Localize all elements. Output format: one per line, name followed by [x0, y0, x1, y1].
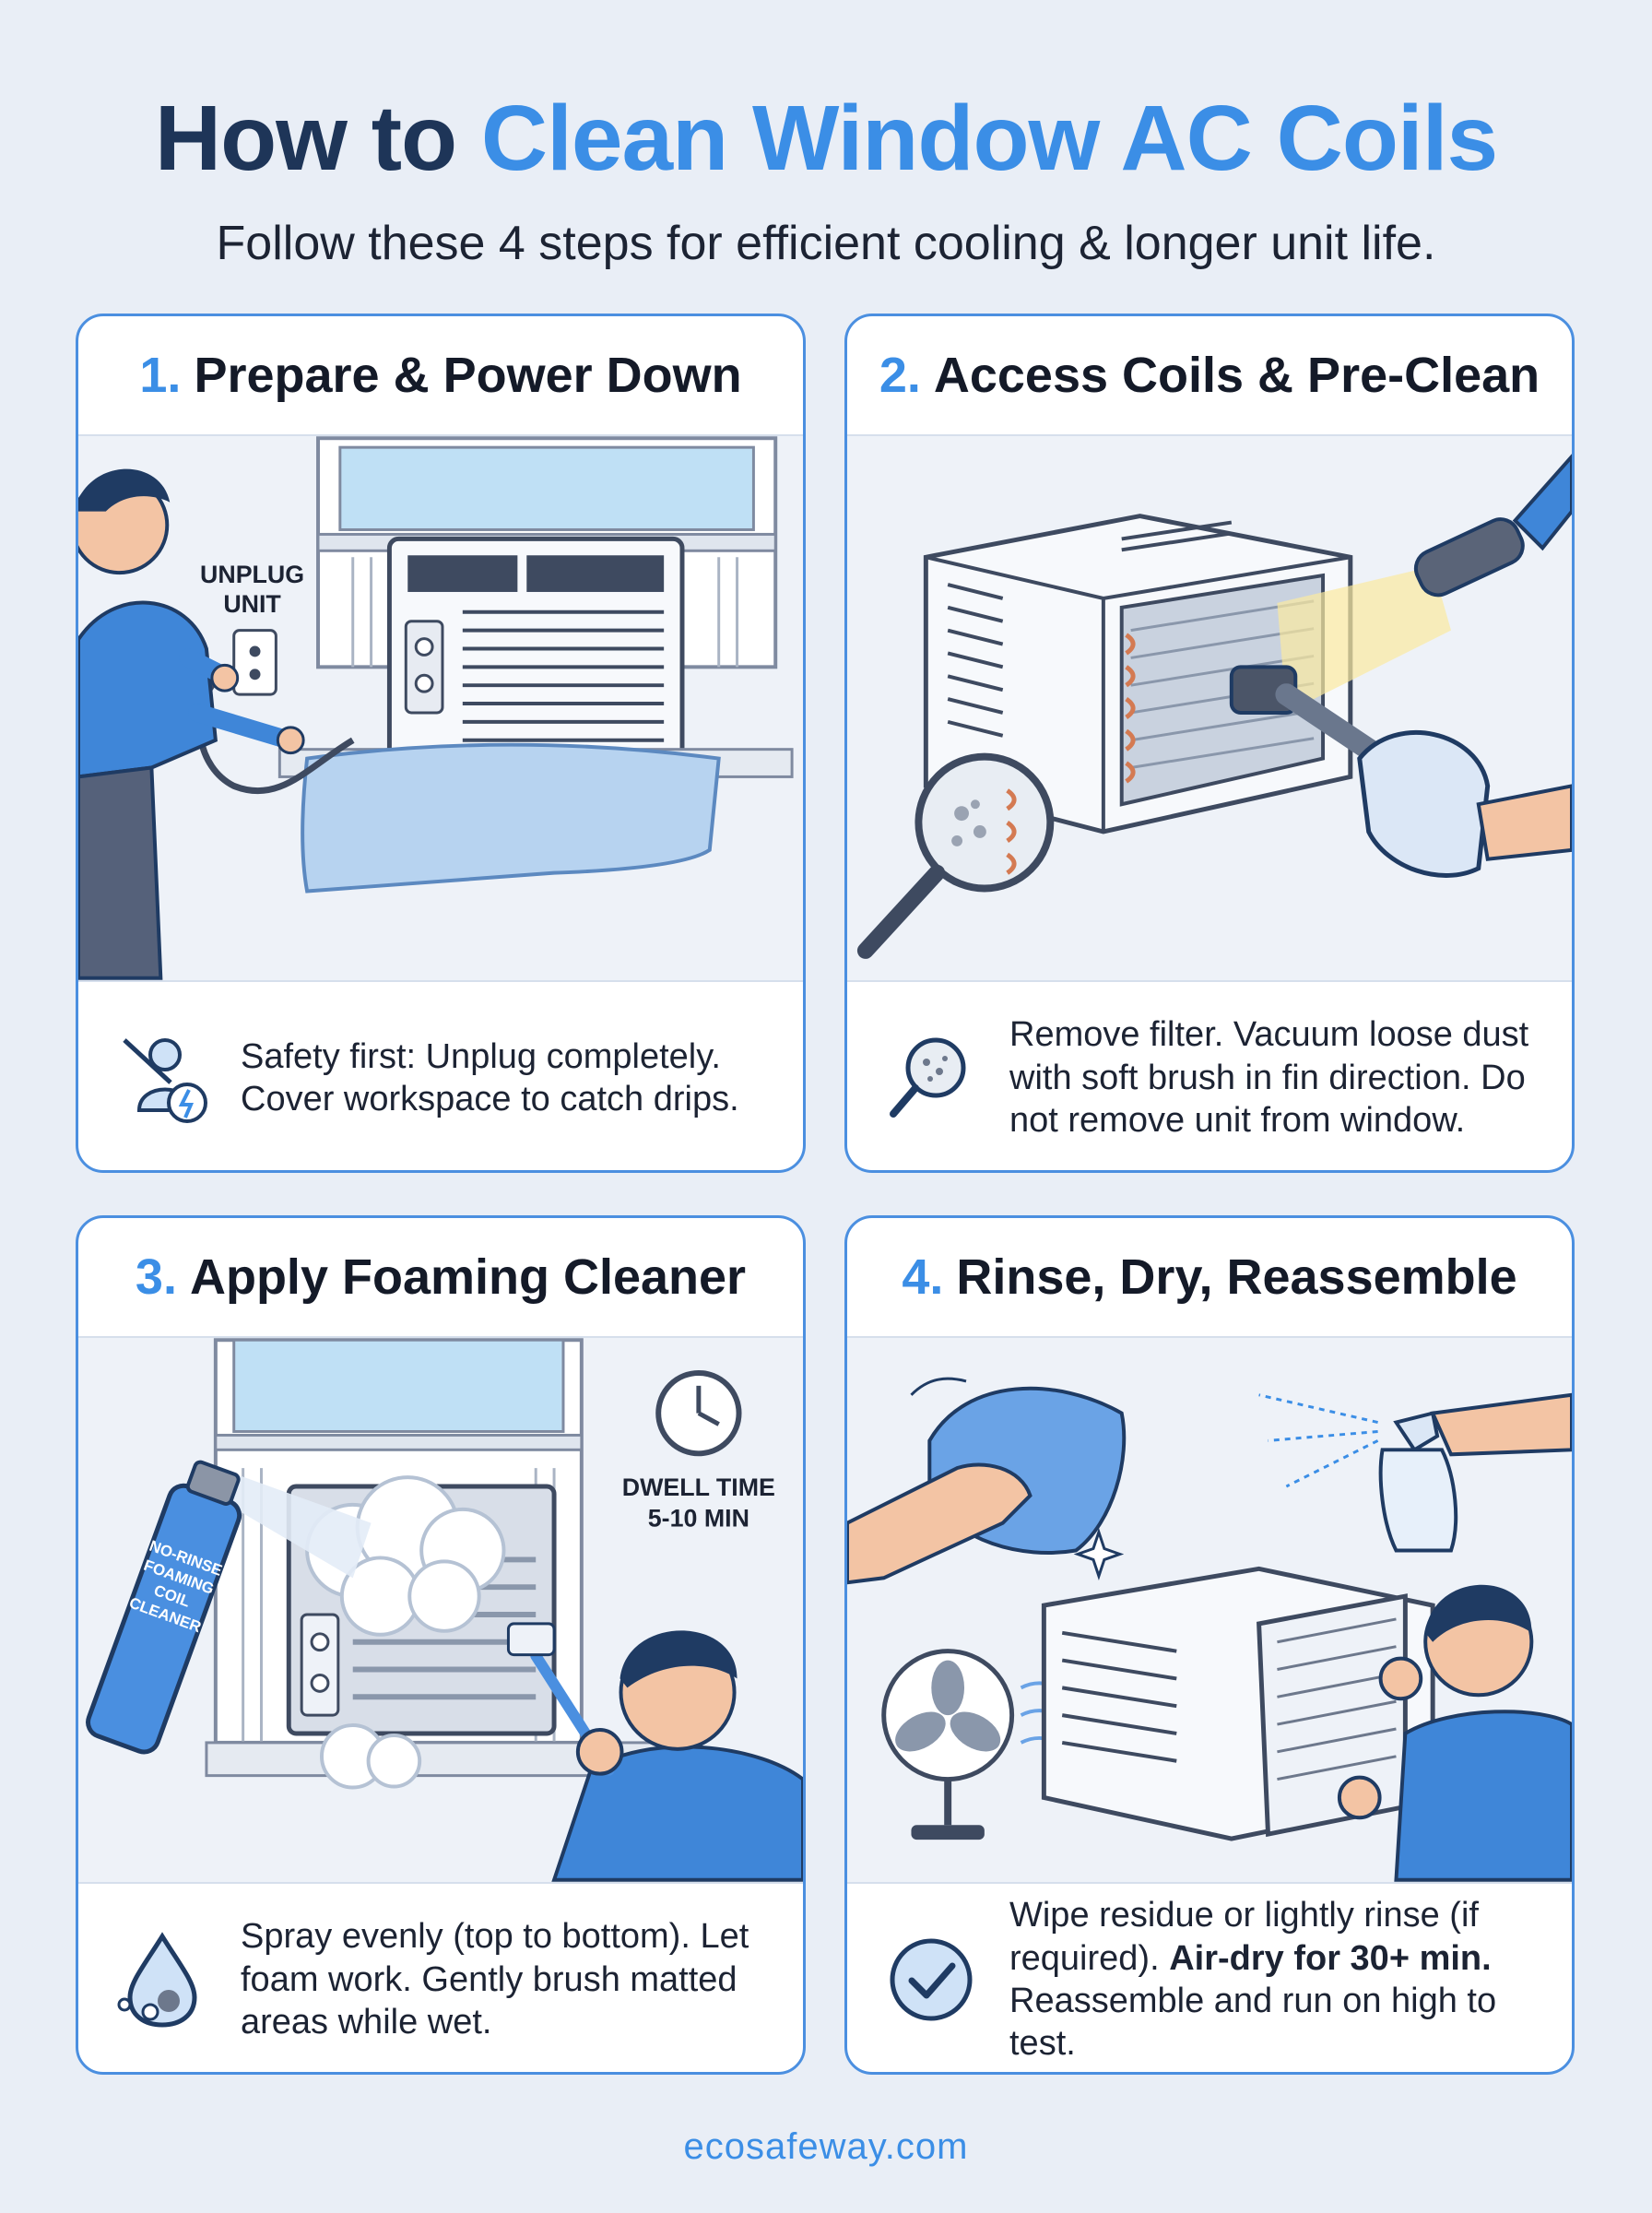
step-3-title: Apply Foaming Cleaner	[189, 1249, 747, 1305]
checkmark-icon	[890, 1938, 973, 2021]
footer-site-link[interactable]: ecosafeway.com	[683, 2126, 969, 2167]
magnifier-dust-icon	[890, 1037, 966, 1118]
step-4-text: Wipe residue or lightly rinse (if requir…	[1009, 1894, 1563, 2065]
step-3-description: Spray evenly (top to bottom). Let foam w…	[78, 1882, 803, 2072]
step-4-title: Rinse, Dry, Reassemble	[956, 1249, 1517, 1305]
page-subtitle: Follow these 4 steps for efficient cooli…	[216, 217, 1436, 270]
step-1-title: Prepare & Power Down	[194, 348, 742, 403]
step-1-description: Safety first: Unplug completely. Cover w…	[78, 980, 803, 1170]
step-2-title: Access Coils & Pre-Clean	[933, 348, 1540, 403]
step-1-illustration: UNPLUG UNIT	[78, 434, 803, 982]
dwell-time-label-line1: DWELL TIME	[622, 1473, 775, 1501]
water-drop-icon	[117, 1932, 197, 2028]
step-4-illustration	[847, 1336, 1572, 1884]
step-card-2: 2. Access Coils & Pre-Clean	[844, 314, 1575, 1173]
step-1-text: Safety first: Unplug completely. Cover w…	[241, 1036, 739, 1118]
step-4-number: 4.	[902, 1249, 944, 1305]
step-4-description: Wipe residue or lightly rinse (if requir…	[847, 1882, 1572, 2072]
step-2-illustration	[847, 434, 1572, 982]
step-2-description: Remove filter. Vacuum loose dust with so…	[847, 980, 1572, 1170]
step-3-number: 3.	[135, 1249, 177, 1305]
step-2-number: 2.	[879, 348, 921, 403]
step-4-text-part1: Wipe residue or lightly rinse (if requir…	[1009, 1896, 1479, 1978]
title-accent: Clean Window AC Coils	[480, 87, 1498, 190]
unplug-scene-image: UNPLUG UNIT	[78, 436, 794, 980]
step-3-heading: 3. Apply Foaming Cleaner	[78, 1218, 803, 1336]
page-title: How to Clean Window AC Coils	[0, 92, 1652, 184]
step-2-heading: 2. Access Coils & Pre-Clean	[847, 316, 1572, 434]
step-2-text: Remove filter. Vacuum loose dust with so…	[1009, 1015, 1529, 1141]
step-4-text-bold: Air-dry for 30+ min.	[1169, 1938, 1492, 1978]
vacuum-coils-scene-image	[856, 454, 1572, 959]
title-lead: How to	[154, 87, 457, 190]
step-card-3: 3. Apply Foaming Cleaner	[76, 1215, 806, 2075]
step-3-illustration: NO-RINSE FOAMING COIL CLEANER DWELL TIME…	[78, 1336, 803, 1884]
step-card-1: 1. Prepare & Power Down	[76, 314, 806, 1173]
step-4-text-part2: Reassemble and run on high to test.	[1009, 1982, 1497, 2064]
dry-reassemble-scene-image	[847, 1377, 1572, 1882]
foam-spray-scene-image: NO-RINSE FOAMING COIL CLEANER DWELL TIME…	[86, 1338, 803, 1882]
step-4-heading: 4. Rinse, Dry, Reassemble	[847, 1218, 1572, 1336]
unplug-label-line1: UNPLUG	[200, 561, 304, 588]
step-1-number: 1.	[139, 348, 182, 403]
unplug-label-line2: UNIT	[223, 590, 281, 618]
step-3-text: Spray evenly (top to bottom). Let foam w…	[241, 1917, 749, 2042]
dwell-time-label-line2: 5-10 MIN	[648, 1505, 749, 1533]
step-1-heading: 1. Prepare & Power Down	[78, 316, 803, 434]
safety-power-icon	[123, 1038, 207, 1123]
step-card-4: 4. Rinse, Dry, Reassemble	[844, 1215, 1575, 2075]
